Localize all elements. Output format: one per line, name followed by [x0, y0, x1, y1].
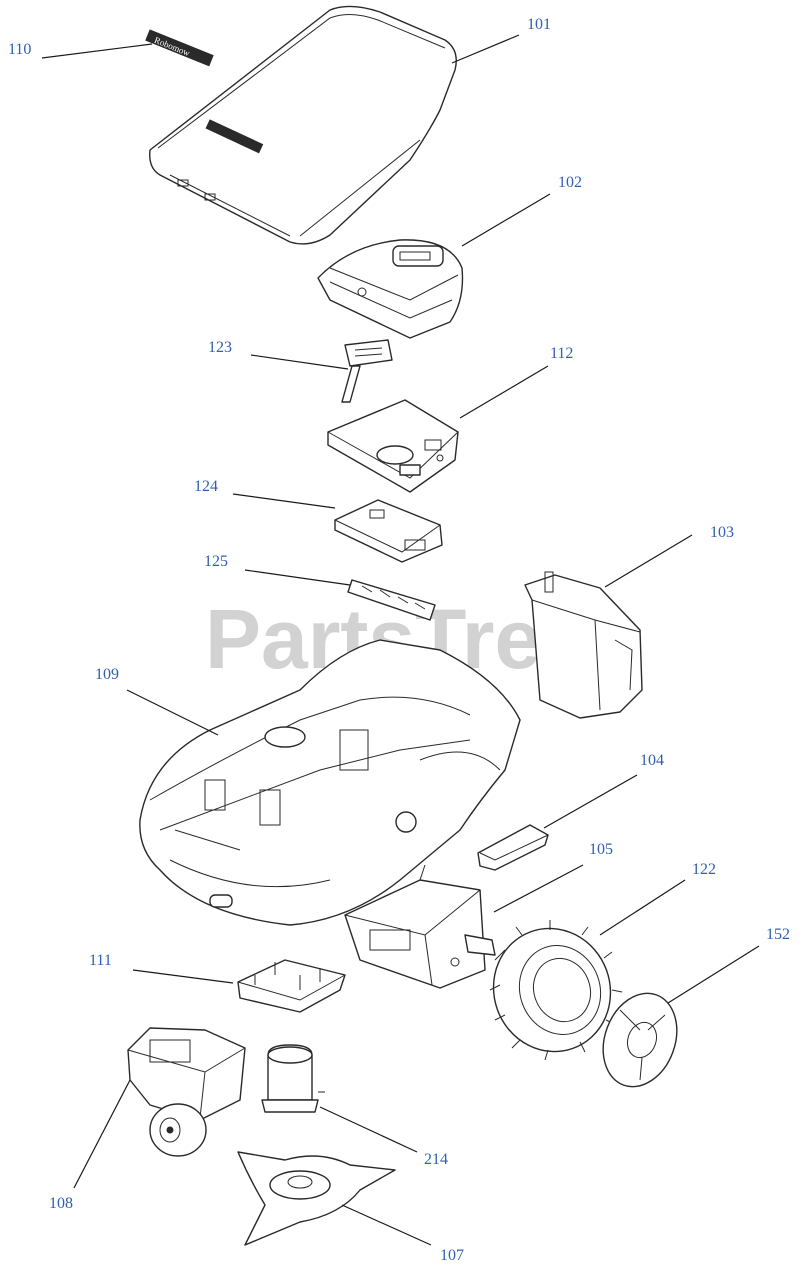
part-152-hub-cap[interactable] — [591, 983, 690, 1097]
part-111-mount-bracket[interactable] — [237, 959, 346, 1013]
callout-123[interactable]: 123 — [208, 339, 232, 356]
callout-labels: 101 110 102 123 112 124 125 103 109 104 … — [8, 16, 790, 1264]
callout-105[interactable]: 105 — [589, 841, 613, 858]
callout-108[interactable]: 108 — [49, 1195, 73, 1212]
part-103-battery-housing[interactable] — [524, 571, 643, 719]
part-108-front-wheel-assembly[interactable] — [127, 1027, 246, 1157]
callout-111[interactable]: 111 — [89, 952, 112, 969]
part-105-drive-motor[interactable] — [344, 864, 496, 989]
leader-lines — [41, 34, 760, 1246]
callout-107[interactable]: 107 — [440, 1247, 464, 1264]
callout-102[interactable]: 102 — [558, 174, 582, 191]
callout-152[interactable]: 152 — [766, 926, 790, 943]
part-102-control-housing[interactable] — [317, 239, 464, 339]
callout-101[interactable]: 101 — [527, 16, 551, 33]
callout-124[interactable]: 124 — [194, 478, 218, 495]
callout-109[interactable]: 109 — [95, 666, 119, 683]
callout-104[interactable]: 104 — [640, 752, 664, 769]
part-124-bracket[interactable] — [334, 499, 443, 563]
part-123-keypad-cable[interactable] — [341, 339, 393, 403]
callout-103[interactable]: 103 — [710, 524, 734, 541]
part-110-decal[interactable]: Robomow — [145, 29, 214, 67]
part-104-sensor[interactable] — [477, 824, 549, 871]
callout-214[interactable]: 214 — [424, 1151, 448, 1168]
part-109-chassis[interactable] — [139, 639, 521, 926]
callout-125[interactable]: 125 — [204, 553, 228, 570]
part-101-top-cover[interactable] — [149, 5, 457, 245]
part-214-cutting-motor[interactable] — [261, 1044, 325, 1113]
part-107-blade[interactable] — [237, 1151, 396, 1246]
callout-122[interactable]: 122 — [692, 861, 716, 878]
callout-110[interactable]: 110 — [8, 41, 31, 58]
part-122-wheel[interactable] — [476, 912, 627, 1068]
part-125-connector-strip[interactable] — [347, 579, 436, 621]
part-112-main-board[interactable] — [327, 399, 459, 493]
decal-brand-text: Robomow — [153, 35, 192, 59]
callout-112[interactable]: 112 — [550, 345, 573, 362]
